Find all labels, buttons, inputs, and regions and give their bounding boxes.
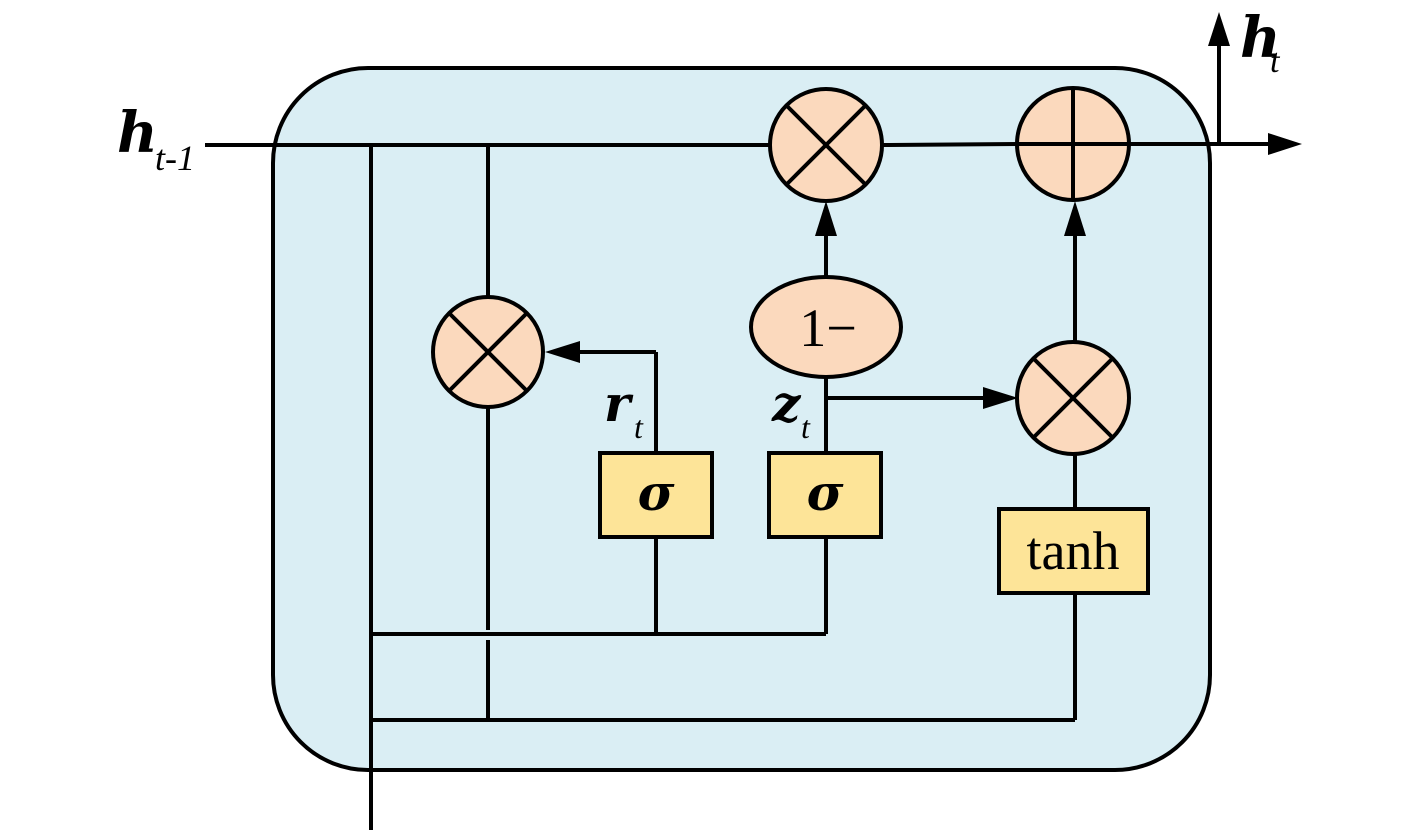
prev-hidden-label-main: h xyxy=(117,100,158,166)
carry-wire xyxy=(881,142,1019,147)
hidden-label-main: h xyxy=(1240,5,1281,71)
reset-arrow-icon xyxy=(545,341,580,363)
update-output-label-main: z xyxy=(771,374,802,433)
prev-hidden-label-sub: t-1 xyxy=(155,138,195,178)
reset-output-label-main: r xyxy=(604,374,634,433)
tanh-label: tanh xyxy=(1027,521,1120,581)
update-arrow-icon xyxy=(983,387,1018,409)
one-minus-label: 1− xyxy=(799,298,856,358)
reset-multiply-icon xyxy=(431,295,545,409)
add-icon xyxy=(1015,86,1131,202)
output-arrow-icon xyxy=(1268,133,1302,155)
hidden-up-arrow-icon xyxy=(1208,12,1230,46)
forget-multiply-icon xyxy=(768,87,884,203)
add-arrow-icon xyxy=(1064,201,1086,236)
update-gate-symbol: σ xyxy=(807,463,844,522)
update-output-label-sub: t xyxy=(801,409,811,445)
reset-gate: σ xyxy=(598,451,714,539)
reset-gate-symbol: σ xyxy=(638,463,675,522)
one-minus-arrow-icon xyxy=(815,201,837,236)
hidden-label-sub: t xyxy=(1270,43,1281,80)
update-multiply-icon xyxy=(1015,340,1131,456)
reset-output-label-sub: t xyxy=(634,409,644,445)
gru-cell-box xyxy=(271,66,1212,772)
one-minus-node: 1− xyxy=(749,275,903,379)
update-gate: σ xyxy=(767,451,883,539)
candidate-gate: tanh xyxy=(997,507,1150,595)
